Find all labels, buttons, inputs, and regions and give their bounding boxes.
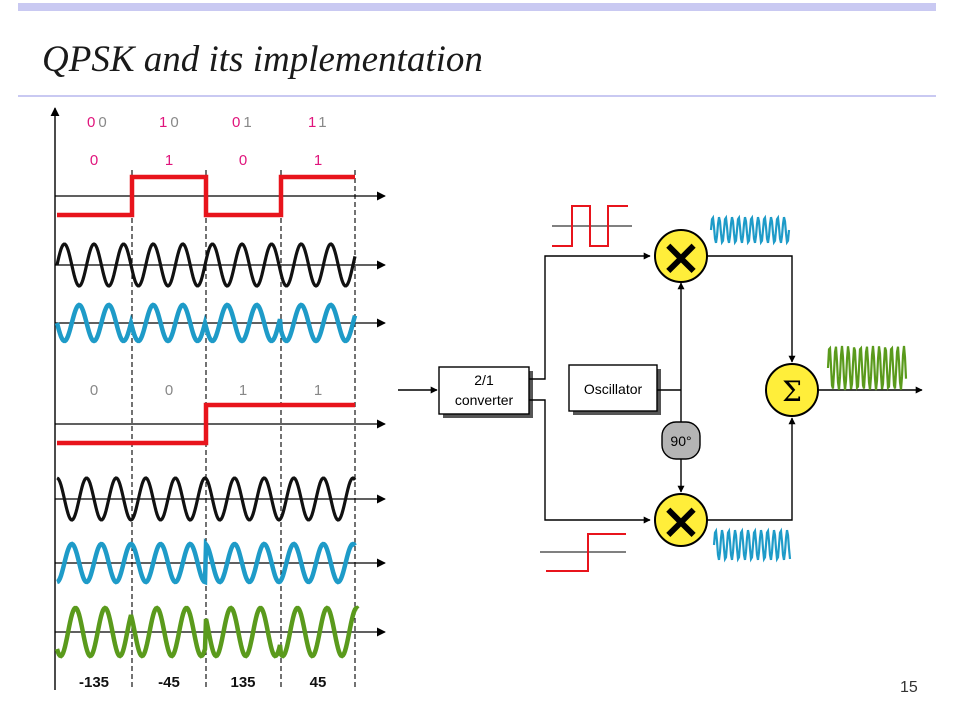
q-product-line <box>707 417 796 521</box>
i-bit-labels: 0 1 0 1 <box>90 152 322 169</box>
i-bit-label: 1 <box>165 152 173 169</box>
q-multiplier: × <box>654 492 708 550</box>
i-bit-label: 0 <box>90 152 98 169</box>
q-bit-labels: 0 0 1 1 <box>90 382 322 399</box>
qpsk-output-wave <box>54 605 360 659</box>
title-divider <box>18 95 936 97</box>
q-bit-label: 1 <box>239 382 247 399</box>
q-bit-label: 0 <box>90 382 98 399</box>
i-product-line <box>707 255 796 363</box>
converter-box <box>438 366 530 415</box>
phase-shifter-label: 90° <box>670 433 691 449</box>
q-bit-label: 1 <box>314 382 322 399</box>
q-bit-label: 0 <box>165 382 173 399</box>
phase-label: 45 <box>310 674 327 691</box>
q-icon-pulse <box>546 533 626 572</box>
qpsk-modulator: 2/1 converter Oscillator 90° × × <box>398 205 923 572</box>
output-wave-icon <box>826 345 908 391</box>
converter-block: 2/1 converter <box>438 366 533 418</box>
q-bit-stream-icon <box>540 533 626 572</box>
i-channel-signal <box>57 174 355 218</box>
multiply-icon: × <box>660 228 702 286</box>
q-channel-signal <box>57 402 355 446</box>
slide-number: 15 <box>900 679 918 696</box>
i-product-wave-icon <box>709 214 791 246</box>
q-path-line <box>529 399 651 524</box>
q-modulated-wave <box>56 538 357 586</box>
i-bit-label: 1 <box>314 152 322 169</box>
i-path-line <box>529 252 651 380</box>
oscillator-label: Oscillator <box>584 381 643 397</box>
oscillator-box <box>568 364 658 412</box>
oscillator-block: Oscillator <box>568 364 661 415</box>
multiply-icon: × <box>660 492 702 550</box>
phase-label: -135 <box>79 674 109 691</box>
top-accent-bar <box>18 3 936 11</box>
q-carrier-wave <box>56 476 357 522</box>
phase-shifter: 90° <box>661 421 701 460</box>
slide-title: QPSK and its implementation <box>42 39 483 80</box>
summer: Σ <box>765 363 819 417</box>
i-multiplier: × <box>654 228 708 286</box>
phase-label: -45 <box>158 674 180 691</box>
i-icon-pulse <box>552 205 628 247</box>
phase-label: 135 <box>230 674 255 691</box>
i-modulated-wave <box>54 302 358 344</box>
converter-label-line1: 2/1 <box>474 372 494 388</box>
i-bit-label: 0 <box>239 152 247 169</box>
q-product-wave-icon <box>712 527 792 563</box>
i-carrier-wave <box>55 242 357 288</box>
converter-label-line2: converter <box>455 392 514 408</box>
phase-labels: -135 -45 135 45 <box>79 674 326 691</box>
phase-shifter-box <box>661 421 701 460</box>
i-bit-stream-icon <box>552 205 632 247</box>
sigma-icon: Σ <box>782 375 802 408</box>
